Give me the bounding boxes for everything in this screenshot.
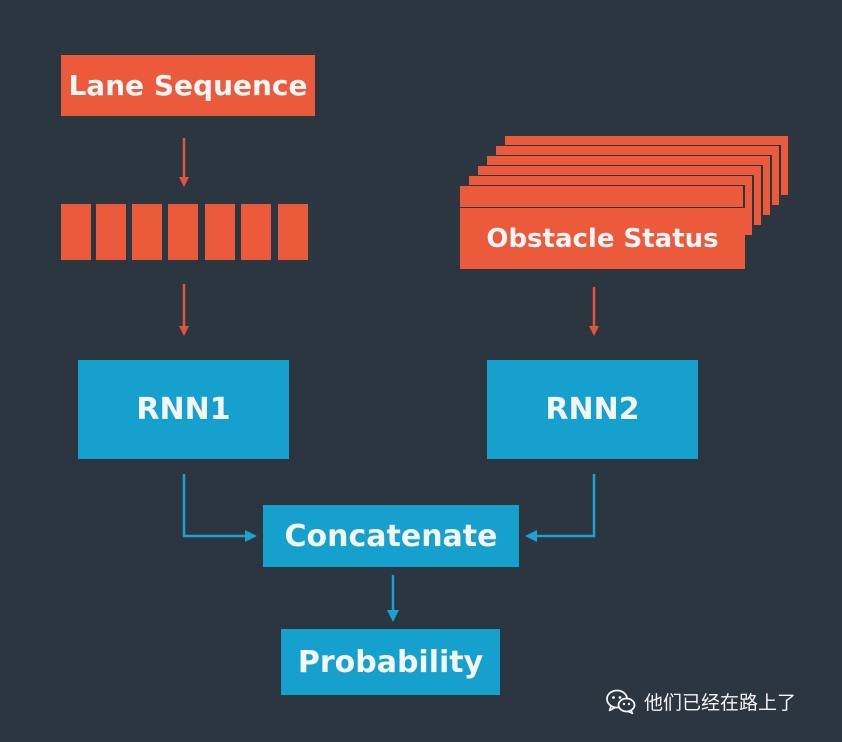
rnn1-box: RNN1: [78, 360, 289, 459]
sequence-cell: [278, 204, 308, 260]
sequence-cell: [96, 204, 126, 260]
sequence-cell: [61, 204, 91, 260]
concatenate-box: Concatenate: [263, 505, 519, 567]
probability-box: Probability: [281, 629, 500, 695]
sequence-cell: [132, 204, 162, 260]
sequence-cell: [168, 204, 198, 260]
probability-label: Probability: [297, 644, 484, 680]
lane-sequence-label: Lane Sequence: [68, 69, 308, 102]
sequence-cell: [241, 204, 271, 260]
rnn2-box: RNN2: [487, 360, 698, 459]
sequence-cell: [205, 204, 235, 260]
lane-sequence-box: Lane Sequence: [61, 55, 315, 116]
wechat-icon: [606, 689, 636, 714]
rnn1-label: RNN1: [136, 392, 231, 427]
obstacle-status-box: Obstacle Status: [460, 207, 745, 269]
obstacle-status-label: Obstacle Status: [486, 223, 719, 254]
watermark-text: 他们已经在路上了: [644, 692, 797, 714]
rnn2-label: RNN2: [545, 392, 640, 427]
arrow-rnn2-to-concatenate: [525, 474, 596, 542]
watermark: 他们已经在路上了: [606, 688, 796, 715]
concatenate-label: Concatenate: [284, 518, 498, 554]
arrow-rnn1-to-concatenate: [182, 474, 257, 542]
